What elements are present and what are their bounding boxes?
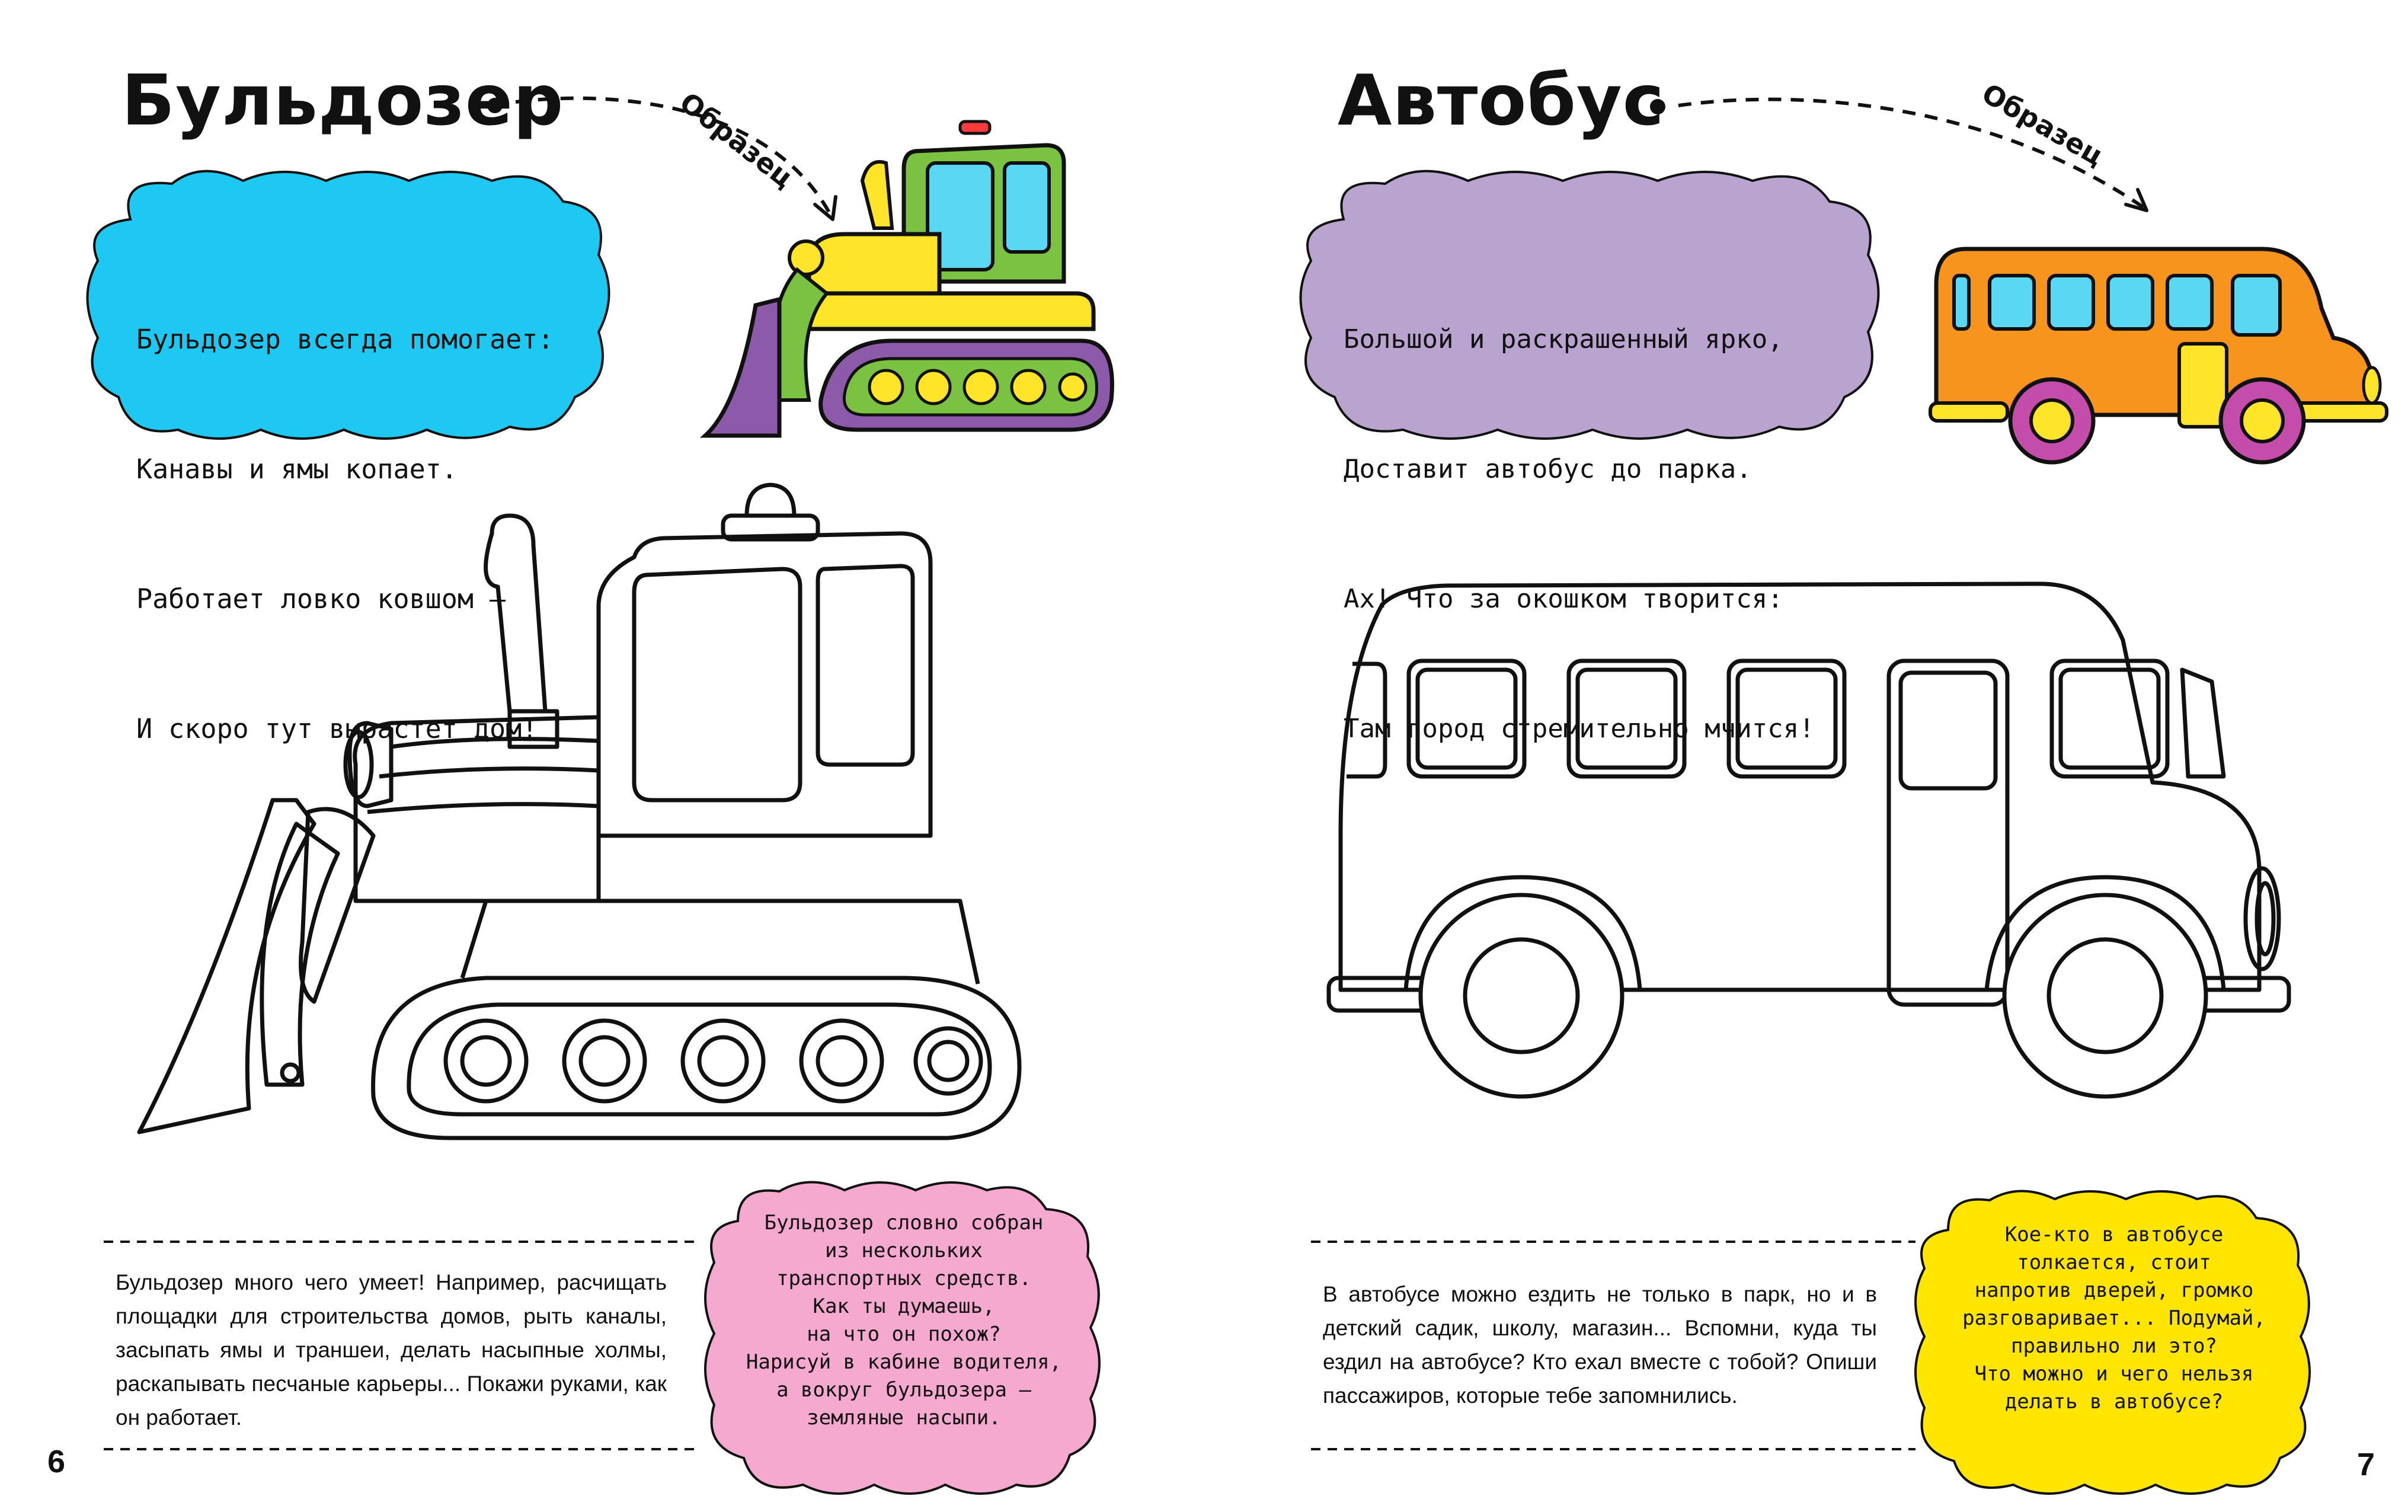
bus-description: В автобусе можно ездить не только в парк… — [1323, 1282, 1877, 1408]
left-page: Бульдозер Образец Бульдозер всегда помог… — [47, 59, 1114, 1495]
bus-note: Кое-кто в автобусе толкается, стоит напр… — [1924, 1221, 2304, 1416]
page-number: 6 — [47, 1444, 66, 1479]
sample-pointer-arrow — [487, 96, 837, 221]
note-line: правильно ли это? — [2011, 1334, 2217, 1358]
bulldozer-coloring-outline — [137, 482, 1022, 1140]
poem-line: Большой и раскрашенный ярко, — [1344, 324, 1783, 354]
note-line: из нескольких — [824, 1239, 983, 1262]
note-line: а вокруг бульдозера – — [776, 1378, 1031, 1402]
bus-coloring-outline — [1326, 581, 2291, 1099]
note-line: на что он похож? — [807, 1322, 1001, 1346]
note-line: Как ты думаешь, — [813, 1294, 995, 1318]
poem-cloud-blue — [86, 170, 610, 440]
poem-line: Работает ловко ковшом – — [136, 583, 506, 615]
note-cloud-pink — [704, 1181, 1101, 1495]
note-line: транспортных средств. — [776, 1267, 1031, 1290]
note-cloud-yellow — [1914, 1190, 2311, 1495]
note-line: Что можно и чего нельзя — [1974, 1362, 2254, 1386]
poem-line: Канавы и ямы копает. — [136, 453, 458, 485]
sample-pointer-arrow — [1650, 97, 2148, 212]
note-line: Кое-кто в автобусе — [2004, 1223, 2224, 1246]
bus-title: Автобус — [1338, 59, 1665, 141]
bus-poem: Большой и раскрашенный ярко, Доставит ав… — [1344, 231, 1815, 837]
bus-sample-image — [1929, 247, 2388, 465]
poem-cloud-lilac — [1299, 170, 1880, 440]
bulldozer-description: Бульдозер много чего умеет! Например, ра… — [116, 1270, 667, 1430]
bulldozer-sample-image — [699, 120, 1114, 438]
note-line: Бульдозер словно собран — [764, 1211, 1044, 1235]
note-line: Нарисуй в кабине водителя, — [746, 1350, 1062, 1374]
note-line: толкается, стоит — [2017, 1251, 2211, 1274]
poem-line: Бульдозер всегда помогает: — [136, 324, 554, 355]
note-line: напротив дверей, громко — [1974, 1278, 2254, 1302]
poem-line: Там город стремительно мчится! — [1344, 714, 1815, 744]
bulldozer-note: Бульдозер словно собран из нескольких тр… — [714, 1209, 1093, 1432]
note-line: разговаривает... Подумай, — [1962, 1306, 2266, 1330]
right-page: Автобус Образец Большой и раскрашенный я… — [1204, 0, 2408, 1512]
note-line: земляные насыпи. — [807, 1406, 1001, 1430]
bulldozer-poem: Бульдозер всегда помогает: Канавы и ямы … — [136, 231, 554, 837]
dashed-divider — [1311, 1241, 1915, 1450]
page-number: 7 — [2357, 1447, 2375, 1482]
poem-line: Ах! Что за окошком творится: — [1344, 584, 1783, 614]
poem-line: Доставит автобус до парка. — [1344, 454, 1752, 484]
note-line: делать в автобусе? — [2004, 1390, 2224, 1414]
